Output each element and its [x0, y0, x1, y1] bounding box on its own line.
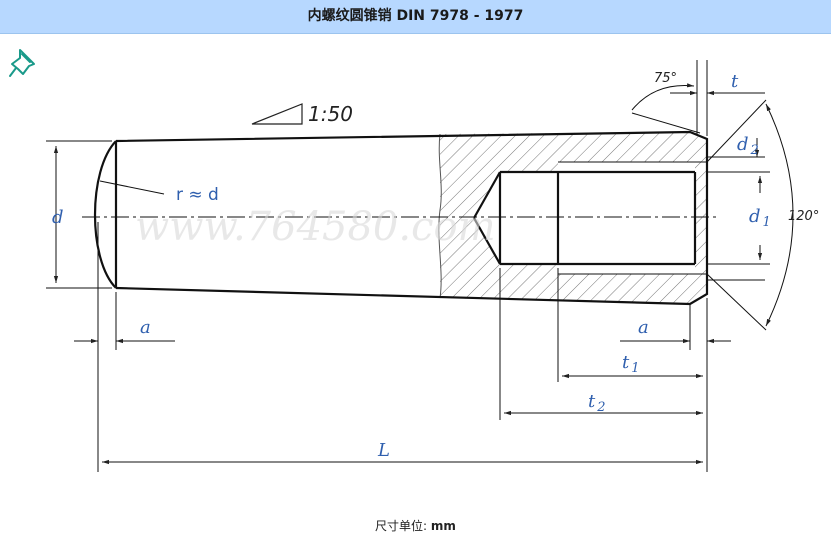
taper-symbol — [251, 103, 303, 125]
title-bar: 内螺纹圆锥销 DIN 7978 - 1977 — [0, 0, 831, 34]
dim-d: d — [52, 207, 64, 228]
page-title: 内螺纹圆锥销 DIN 7978 - 1977 — [307, 8, 524, 24]
thread-lines — [558, 161, 707, 275]
dim-t: t — [731, 71, 739, 92]
dim-L: L — [377, 440, 390, 461]
thread-region — [558, 162, 695, 274]
pin-icon[interactable] — [8, 44, 42, 78]
break-line — [438, 133, 442, 299]
radius-leader — [99, 180, 165, 195]
dim-a-left: a — [140, 317, 151, 338]
taper-label: 1:50 — [308, 102, 353, 126]
dim-a-right: a — [638, 317, 649, 338]
unit-value: mm — [430, 519, 456, 533]
unit-label: 尺寸单位: — [375, 519, 428, 533]
angle-120: 120° — [788, 209, 819, 224]
angle-75: 75° — [654, 71, 677, 86]
watermark: www.764580.com — [135, 204, 496, 250]
radius-note: r ≈ d — [176, 185, 219, 205]
unit-footer: 尺寸单位: mm — [0, 517, 831, 534]
